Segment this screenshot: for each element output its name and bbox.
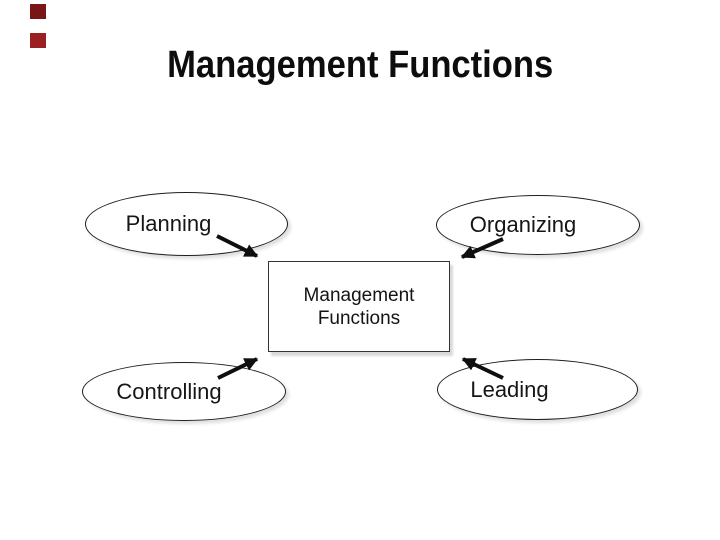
ellipse-leading: Leading (437, 359, 638, 420)
red-square-top (30, 4, 46, 19)
ellipse-controlling: Controlling (82, 362, 286, 421)
ellipse-planning: Planning (85, 192, 288, 256)
slide-title-text: Management Functions (166, 44, 554, 86)
corner-decoration (30, 4, 46, 48)
organizing-label: Organizing (469, 212, 577, 237)
box-label-line2: Functions (317, 307, 401, 329)
slide-title: Management Functions (0, 45, 720, 85)
leading-label: Leading (470, 376, 549, 402)
red-square-bottom (30, 33, 46, 48)
controlling-label: Controlling (116, 378, 222, 404)
planning-label: Planning (125, 211, 212, 236)
management-functions-box: Management Functions (268, 261, 450, 352)
box-label-line1: Management (303, 284, 415, 306)
ellipse-organizing: Organizing (436, 195, 640, 255)
